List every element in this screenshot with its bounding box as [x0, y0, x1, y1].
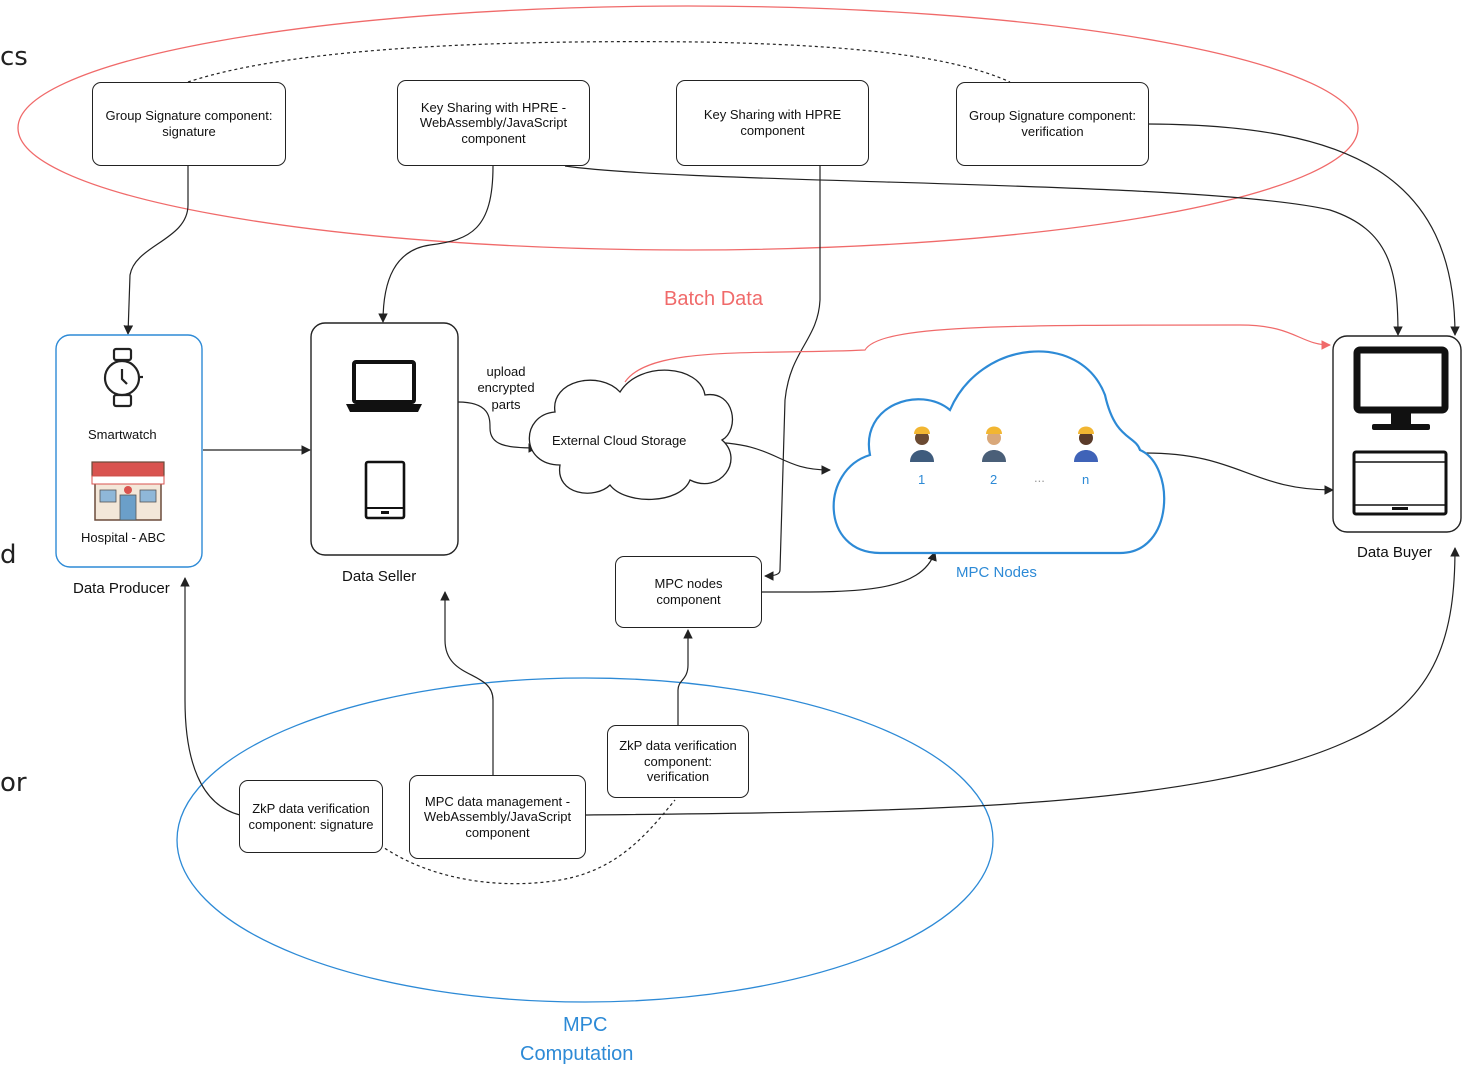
arrow-mpc-component-to-mpc-nodes	[761, 551, 937, 593]
smartwatch-label: Smartwatch	[88, 427, 157, 442]
mpc-node-n-label: n	[1082, 472, 1090, 487]
upload-encrypted-parts-label: upload encrypted parts	[477, 364, 535, 412]
laptop-icon	[346, 360, 422, 412]
mpc-node-n-icon	[1074, 426, 1098, 462]
arrow-keysharing-hpre-to-mpc-component	[764, 166, 821, 581]
group-signature-verification-label: Group Signature component: verification	[969, 108, 1136, 139]
edge-fragment-low: or	[0, 768, 27, 798]
external-cloud-shape	[528, 369, 734, 501]
arrow-gs-signature-to-producer	[123, 166, 189, 335]
arrow-keysharing-wasm-to-buyer	[564, 165, 1403, 336]
data-seller-label: Data Seller	[342, 568, 417, 585]
data-producer-label: Data Producer	[73, 580, 170, 597]
key-sharing-wasm-box: Key Sharing with HPRE - WebAssembly/Java…	[397, 80, 590, 166]
mpc-nodes-label: MPC Nodes	[956, 564, 1037, 581]
buyer-laptop-icon	[1352, 450, 1448, 516]
hospital-icon	[91, 461, 165, 521]
key-sharing-hpre-label: Key Sharing with HPRE component	[703, 107, 842, 138]
mpc-nodes-component-box: MPC nodes component	[615, 556, 762, 628]
arrow-keysharing-wasm-to-seller	[378, 165, 494, 323]
mpc-computation-ellipse	[176, 677, 994, 1003]
arrow-cloud-to-buyer-batch	[624, 324, 1331, 383]
zkp-signature-box: ZkP data verification component: signatu…	[239, 780, 383, 853]
arrow-cloud-to-mpc-nodes	[702, 441, 831, 475]
key-sharing-wasm-label: Key Sharing with HPRE - WebAssembly/Java…	[419, 99, 568, 146]
mpc-node-1-icon	[910, 426, 934, 462]
arrow-mpc-nodes-to-buyer	[1144, 452, 1334, 495]
data-seller-box	[310, 322, 459, 556]
arrow-seller-to-cloud	[457, 401, 538, 453]
batch-ellipse	[17, 5, 1359, 251]
external-cloud-label: External Cloud Storage	[552, 433, 687, 448]
edge-fragment-mid: d	[0, 540, 17, 570]
mpc-node-1-label: 1	[918, 472, 926, 487]
data-buyer-box	[1332, 335, 1462, 533]
mpc-node-ellipsis-label: ...	[1034, 470, 1045, 485]
dashed-link-group-signature	[187, 41, 1011, 83]
mpc-data-management-label: MPC data management - WebAssembly/JavaSc…	[423, 793, 572, 840]
arrow-mpc-management-to-seller	[440, 591, 494, 775]
zkp-signature-label: ZkP data verification component: signatu…	[248, 800, 374, 832]
arrow-mpc-management-to-buyer	[582, 547, 1460, 816]
arrow-zkp-verification-to-mpc-component	[677, 629, 693, 725]
mpc-computation-label-1: MPC	[563, 1014, 608, 1036]
mpc-node-2-icon	[982, 426, 1006, 462]
dashed-link-zkp	[379, 799, 676, 885]
key-sharing-hpre-box: Key Sharing with HPRE component	[676, 80, 869, 166]
mpc-data-management-box: MPC data management - WebAssembly/JavaSc…	[409, 775, 586, 859]
arrow-gs-verification-to-buyer	[1147, 123, 1460, 336]
group-signature-verification-box: Group Signature component: verification	[956, 82, 1149, 166]
mpc-nodes-component-label: MPC nodes component	[654, 576, 723, 607]
tablet-icon	[364, 460, 406, 520]
mpc-computation-label-2: Computation	[520, 1043, 634, 1065]
smartwatch-icon	[103, 347, 143, 408]
mpc-node-2-label: 2	[990, 472, 998, 487]
group-signature-signature-label: Group Signature component: signature	[105, 108, 273, 139]
zkp-verification-label: ZkP data verification component: verific…	[619, 738, 737, 785]
arrow-zkp-signature-to-producer	[180, 577, 241, 816]
batch-data-label: Batch Data	[664, 288, 763, 310]
hospital-label: Hospital - ABC	[81, 530, 166, 545]
zkp-verification-box: ZkP data verification component: verific…	[607, 725, 749, 798]
monitor-icon	[1353, 346, 1449, 430]
data-producer-box	[55, 334, 203, 568]
group-signature-signature-box: Group Signature component: signature	[92, 82, 286, 166]
data-buyer-label: Data Buyer	[1357, 544, 1433, 561]
edge-fragment-top: cs	[0, 42, 28, 72]
